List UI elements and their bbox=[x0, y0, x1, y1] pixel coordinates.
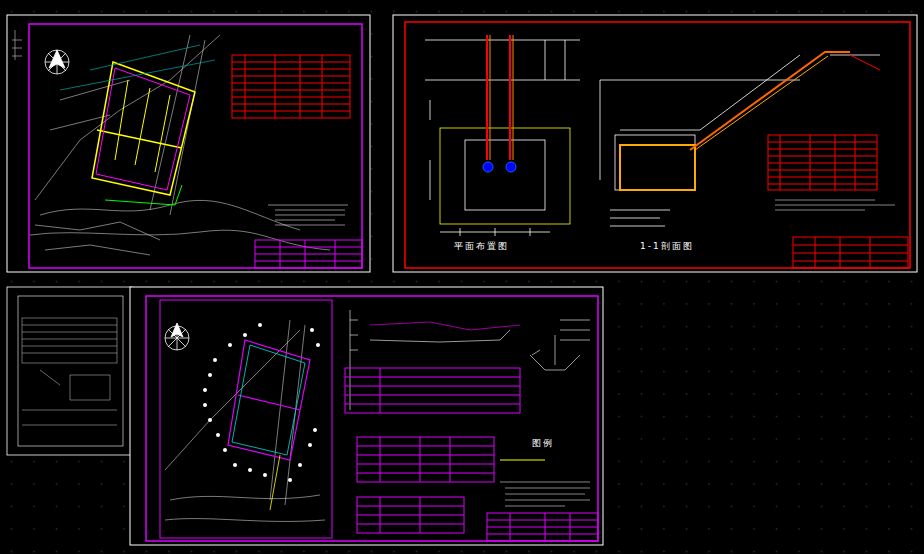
drawing-title: 图例 bbox=[530, 438, 556, 449]
sheet-4 bbox=[7, 287, 132, 455]
drawing-title: 平面布置图 bbox=[452, 241, 511, 252]
sheet-3 bbox=[130, 287, 603, 545]
drawing-title: 1-1剖面图 bbox=[638, 241, 696, 252]
sheet-2 bbox=[393, 15, 917, 272]
sheet-1 bbox=[7, 15, 370, 272]
